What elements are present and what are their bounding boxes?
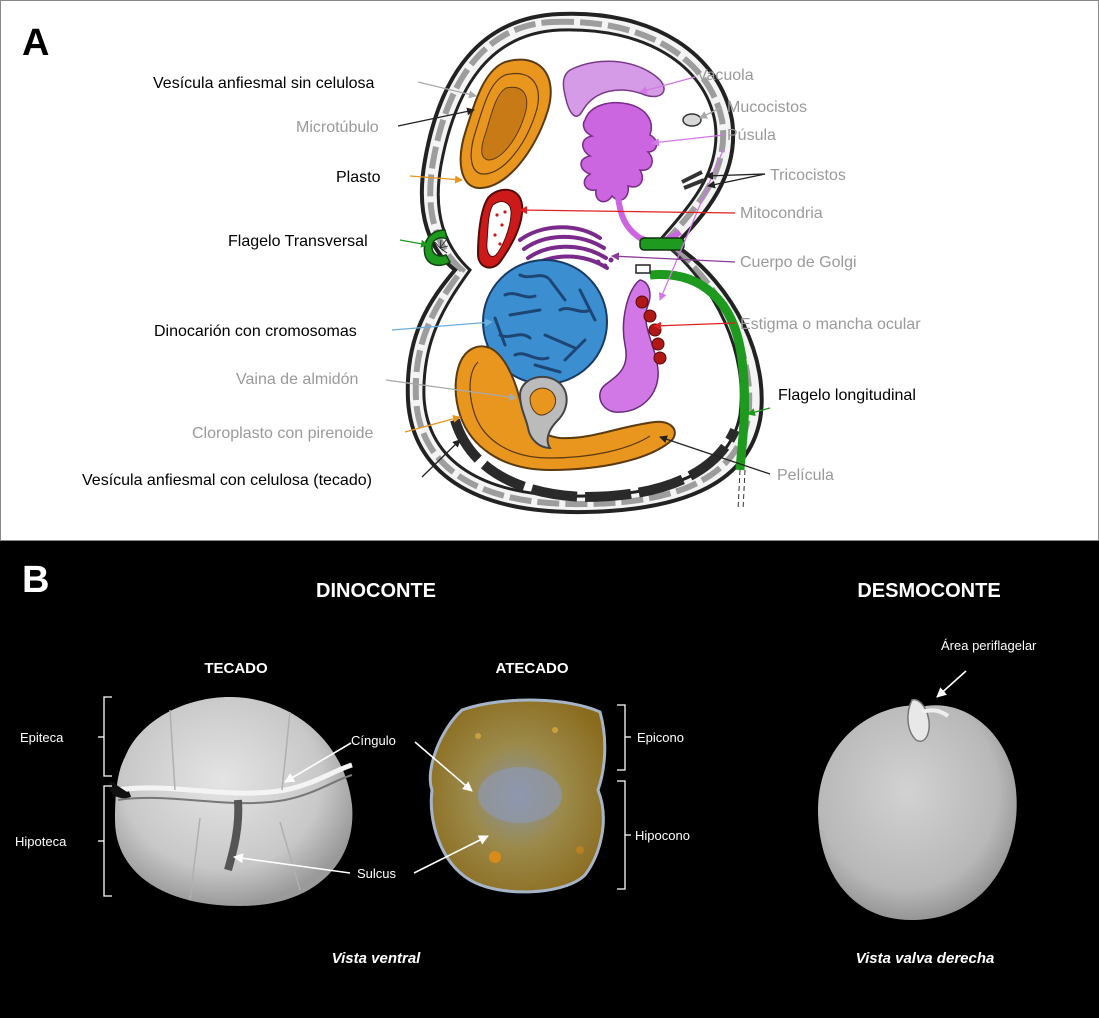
label-vacuola: Vacuola [697, 67, 754, 84]
label-vesicula-sin-celulosa: Vesícula anfiesmal sin celulosa [153, 75, 375, 92]
label-epiteca: Epiteca [20, 730, 64, 745]
label-cuerpo-golgi: Cuerpo de Golgi [740, 254, 857, 271]
label-tricocistos: Tricocistos [770, 167, 846, 184]
label-area-periflagelar: Área periflagelar [941, 638, 1037, 653]
mucocisto-shape [683, 114, 701, 126]
panel-a-letter: A [22, 22, 49, 64]
label-pelicula: Película [777, 467, 834, 484]
subheading-atecado: ATECADO [495, 660, 568, 677]
label-sulcus: Sulcus [357, 866, 397, 881]
heading-desmoconte: DESMOCONTE [857, 580, 1000, 602]
label-epicono: Epicono [637, 730, 684, 745]
label-hipocono: Hipocono [635, 828, 690, 843]
label-mucocistos: Mucocistos [727, 99, 807, 116]
label-microtubulo: Microtúbulo [296, 119, 379, 136]
caption-vista-valva-derecha: Vista valva derecha [856, 950, 995, 967]
label-cingulo: Cíngulo [351, 733, 396, 748]
label-hipoteca: Hipoteca [15, 834, 67, 849]
heading-dinoconte: DINOCONTE [316, 580, 436, 602]
label-flagelo-transversal: Flagelo Transversal [228, 233, 368, 250]
label-vesicula-con-celulosa: Vesícula anfiesmal con celulosa (tecado) [82, 472, 372, 489]
label-pusula: Púsula [727, 127, 776, 144]
label-plasto: Plasto [336, 169, 381, 186]
label-vaina-almidon: Vaina de almidón [236, 371, 358, 388]
label-dinocarion: Dinocarión con cromosomas [154, 323, 357, 340]
label-cloroplasto-pirenoide: Cloroplasto con pirenoide [192, 425, 374, 442]
subheading-tecado: TECADO [204, 660, 268, 677]
label-mitocondria: Mitocondria [740, 205, 823, 222]
atecado-micrograph-image [430, 700, 605, 892]
panel-b-letter: B [22, 559, 49, 601]
caption-vista-ventral: Vista ventral [332, 950, 421, 967]
label-flagelo-longitudinal: Flagelo longitudinal [778, 387, 916, 404]
label-estigma: Estigma o mancha ocular [740, 316, 921, 333]
